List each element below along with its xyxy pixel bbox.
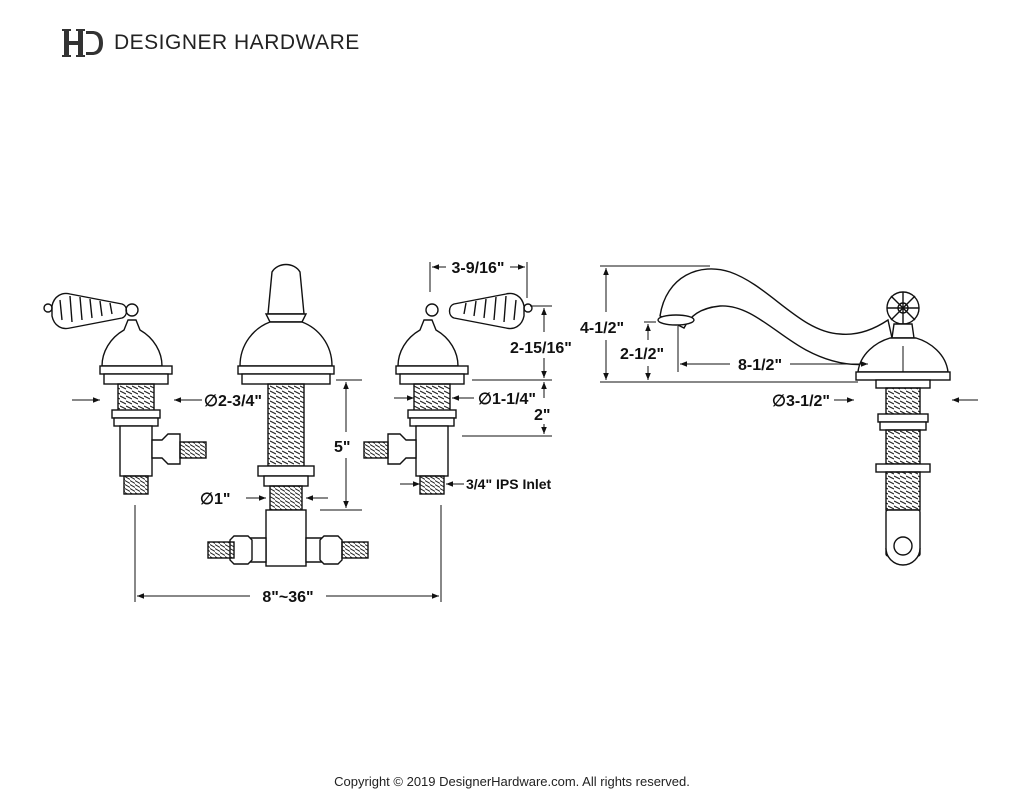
spout-side-view (657, 268, 951, 566)
dimension-labels: 8"~36" ∅2-3/4" 5" ∅1" 3-9/16" 2-15/16" ∅… (200, 260, 830, 606)
center-spout-valve (207, 263, 369, 567)
copyright-notice: Copyright © 2019 DesignerHardware.com. A… (334, 774, 690, 789)
label-handle-width: 3-9/16" (452, 260, 505, 277)
label-spout-base-dia: ∅3-1/2" (772, 393, 830, 410)
label-handle-height: 2-15/16" (510, 340, 572, 357)
label-handle-shank-len: 2" (534, 407, 550, 424)
label-handle-flange-dia: ∅2-3/4" (204, 393, 262, 410)
right-handle-valve (363, 292, 533, 495)
label-spout-reach: 8-1/2" (738, 357, 782, 374)
label-spout-overall-height: 4-1/2" (580, 320, 624, 337)
header: DESIGNER HARDWARE (62, 26, 360, 60)
logo-mark-icon (62, 29, 103, 57)
brand-name: DESIGNER HARDWARE (114, 31, 360, 54)
label-inlet: 3/4" IPS Inlet (466, 476, 552, 492)
label-spout-outlet-height: 2-1/2" (620, 346, 664, 363)
dimension-lines (72, 262, 978, 602)
label-handle-shank-dia: ∅1-1/4" (478, 391, 536, 408)
label-spread: 8"~36" (262, 589, 313, 606)
label-shank-dia: ∅1" (200, 491, 230, 508)
left-handle-valve (43, 292, 207, 495)
label-spout-height: 5" (334, 439, 350, 456)
